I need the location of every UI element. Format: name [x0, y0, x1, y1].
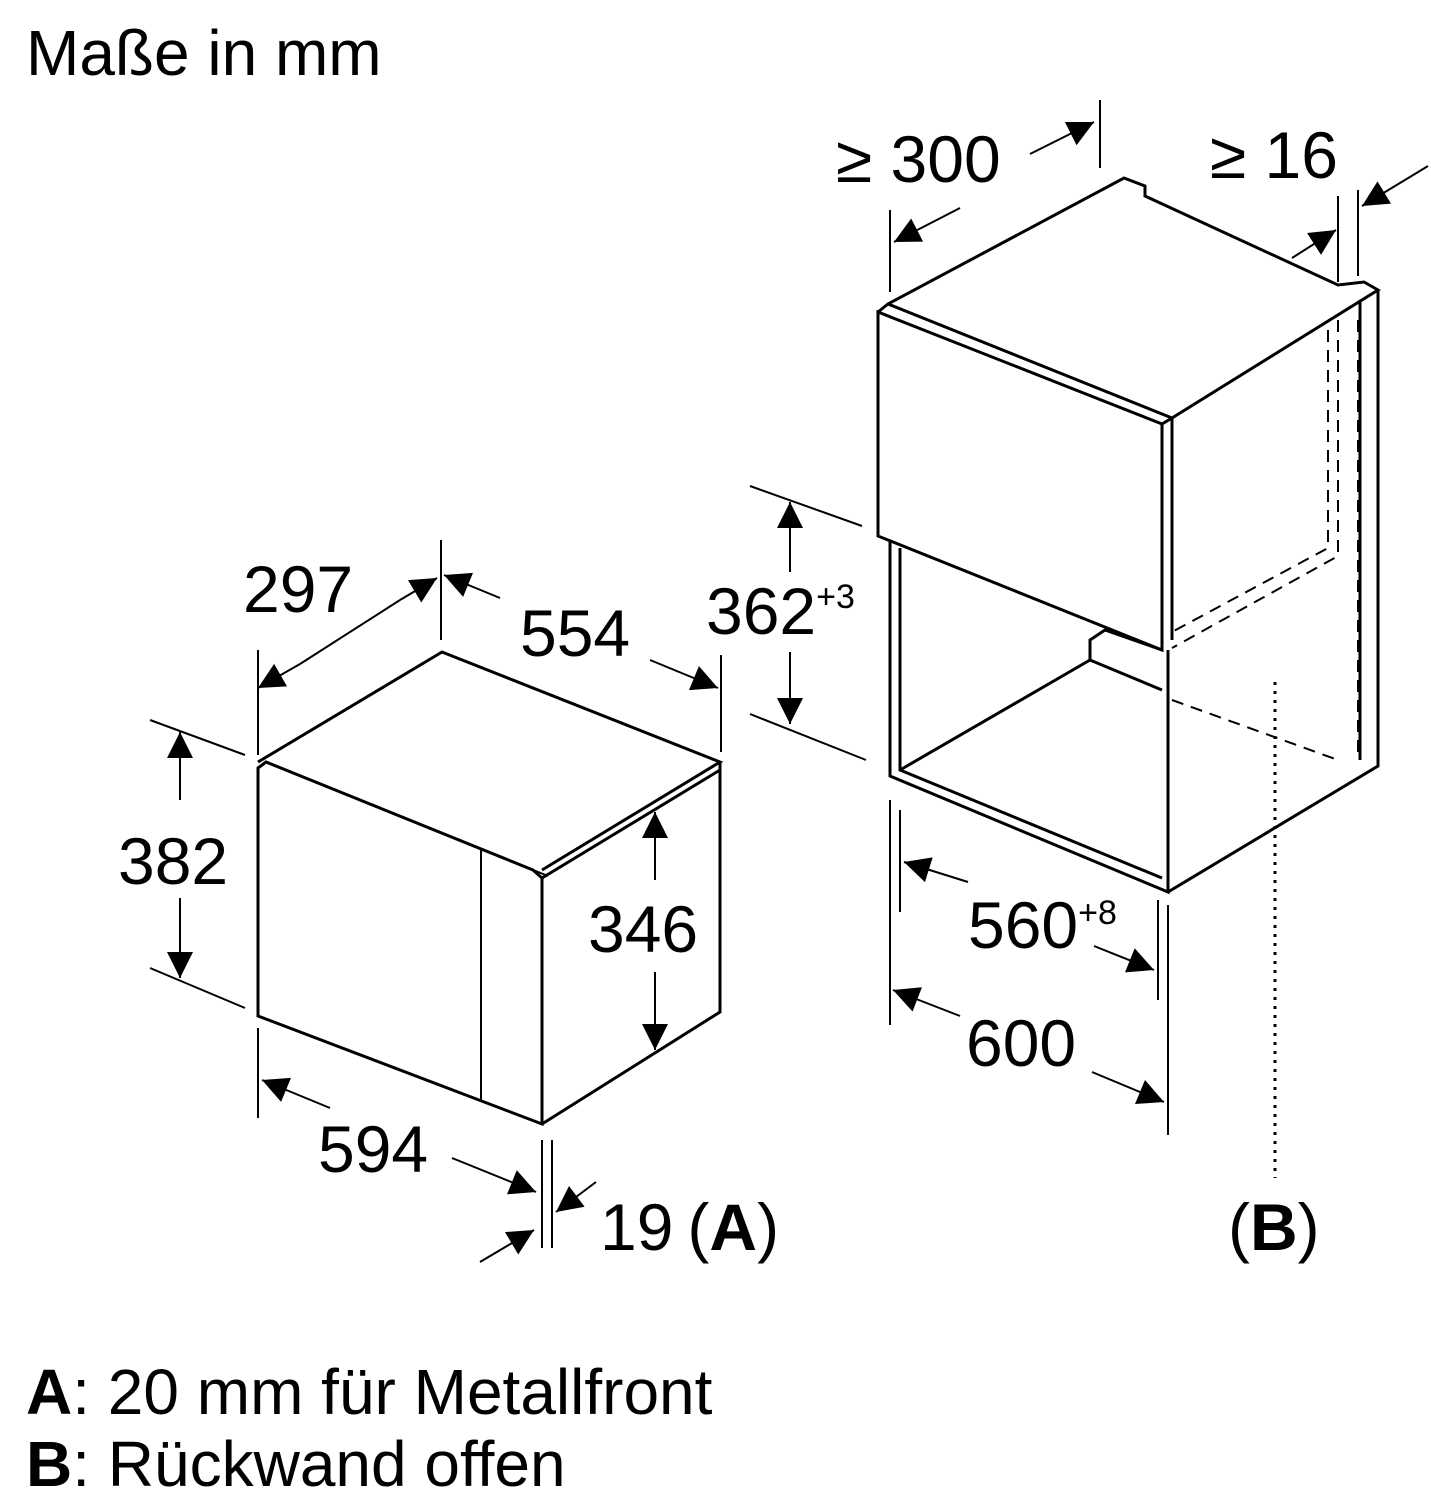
legend-key-a: A — [26, 1356, 73, 1428]
dim-16-label: ≥ 16 — [1210, 118, 1338, 192]
installation-niche — [876, 176, 1381, 1178]
dim-297-label: 297 — [243, 552, 353, 626]
legend: A: 20 mm für Metallfront B: Rückwand off… — [26, 1356, 712, 1500]
dim-362-value: 362 — [706, 574, 816, 648]
dim-300-label: ≥ 300 — [836, 122, 1001, 196]
legend-key-b: B — [26, 1428, 73, 1500]
dim-19-label: 19(A) — [600, 1190, 779, 1264]
dim-362-label: 362+3 — [706, 574, 855, 648]
dim-554-label: 554 — [520, 596, 630, 670]
ref-a-label: A — [709, 1190, 757, 1264]
legend-text-b: : Rückwand offen — [72, 1428, 566, 1500]
ref-b-label: (B) — [1228, 1190, 1320, 1264]
dim-560-value: 560 — [968, 888, 1078, 962]
legend-item-b: B: Rückwand offen — [26, 1428, 712, 1500]
dim-560-tolerance: +8 — [1078, 894, 1117, 932]
dim-382-label: 382 — [118, 824, 228, 898]
microwave-dimensions — [149, 540, 722, 1263]
dim-362-tolerance: +3 — [816, 578, 855, 616]
microwave-appliance — [256, 650, 724, 1127]
dim-560-label: 560+8 — [968, 888, 1117, 962]
title: Maße in mm — [26, 17, 382, 89]
legend-item-a: A: 20 mm für Metallfront — [26, 1356, 712, 1428]
dim-19-value: 19 — [600, 1190, 673, 1264]
dim-600-label: 600 — [966, 1006, 1076, 1080]
legend-text-a: : 20 mm für Metallfront — [72, 1356, 713, 1428]
niche-dimensions — [749, 100, 1429, 1135]
dim-594-label: 594 — [318, 1112, 428, 1186]
dim-346-label: 346 — [588, 892, 698, 966]
